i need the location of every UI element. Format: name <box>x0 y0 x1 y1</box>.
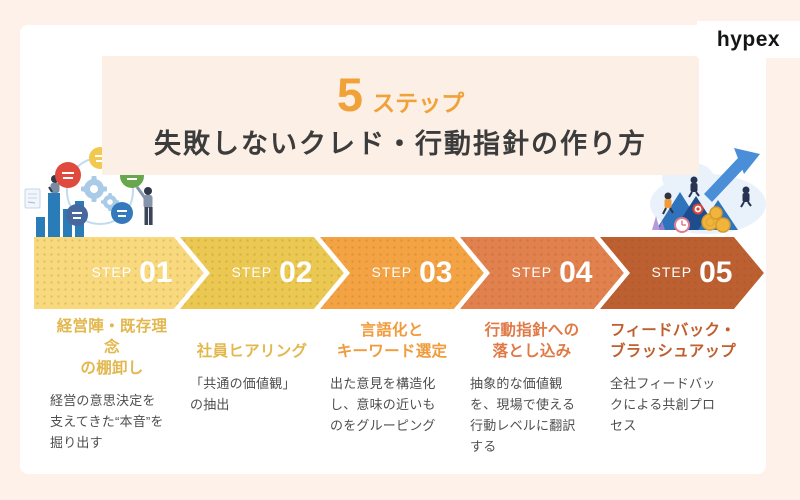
heading-line: 行動指針への <box>484 322 580 340</box>
step-column-1: 経営陣・既存理念 の棚卸し 経営の意思決定を支えてきた“本音”を掘り出す <box>34 317 174 457</box>
crystals-decor <box>652 216 665 230</box>
climbing-people <box>662 176 752 215</box>
step-3-heading: 言語化と キーワード選定 <box>330 317 454 363</box>
gears-icon <box>81 176 119 211</box>
hypex-logo-text: hypex <box>716 27 781 51</box>
step-3-description: 出た意見を構造化し、意味の近いものをグルーピング <box>330 376 436 434</box>
step-column-5: フィードバック・ ブラッシュアップ 全社フィードバックによる共創プロセス <box>594 317 766 457</box>
heading-line: 言語化と <box>360 322 424 340</box>
title-step-count: 5 ステップ <box>337 71 464 118</box>
step-chevron-2-fill <box>180 237 344 309</box>
step-number: 01 <box>139 256 173 289</box>
step-chevron-4: STEP 04 <box>454 237 624 309</box>
step-chevron-1-label: STEP 01 <box>34 237 204 309</box>
step-column-2: 社員ヒアリング 「共通の価値観」の抽出 <box>174 317 314 457</box>
step-count-suffix: ステップ <box>372 89 465 116</box>
step-word: STEP <box>371 263 413 280</box>
title-banner: 5 ステップ 失敗しないクレド・行動指針の作り方 <box>102 56 699 175</box>
coins-icon <box>701 206 731 233</box>
heading-line: フィードバック・ <box>610 322 736 340</box>
step-4-description: 抽象的な価値観を、現場で使える行動レベルに翻訳する <box>470 376 576 455</box>
document-icon <box>24 188 41 209</box>
step-word: STEP <box>511 263 553 280</box>
step-word: STEP <box>91 263 133 280</box>
step-4-heading: 行動指針への 落とし込み <box>470 317 594 363</box>
step-word: STEP <box>651 263 693 280</box>
step-word: STEP <box>231 263 273 280</box>
step-chevron-1-fill <box>34 237 204 309</box>
heading-line: の棚卸し <box>80 359 144 377</box>
person-reaching <box>135 186 153 225</box>
infographic-card: 5 ステップ 失敗しないクレド・行動指針の作り方 <box>20 25 766 474</box>
growth-climb-illustration <box>650 148 766 234</box>
clock-icon <box>674 217 690 233</box>
hypex-logo: hypex <box>697 21 800 58</box>
step-column-3: 言語化と キーワード選定 出た意見を構造化し、意味の近いものをグルーピング <box>314 317 454 457</box>
step-chevron-3-label: STEP 03 <box>314 237 484 309</box>
step-chevron-4-label: STEP 04 <box>454 237 624 309</box>
step-1-description: 経営の意思決定を支えてきた“本音”を掘り出す <box>50 392 164 450</box>
heading-line: キーワード選定 <box>336 343 448 361</box>
step-chevron-2-label: STEP 02 <box>174 237 344 309</box>
heading-line: 社員ヒアリング <box>196 343 308 361</box>
page-title: 失敗しないクレド・行動指針の作り方 <box>154 128 647 159</box>
step-5-heading: フィードバック・ ブラッシュアップ <box>610 317 766 363</box>
step-1-heading: 経営陣・既存理念 の棚卸し <box>50 317 174 380</box>
step-chevron-1: STEP 01 <box>34 237 204 309</box>
step-number: 04 <box>559 256 593 289</box>
step-2-description: 「共通の価値観」の抽出 <box>190 376 296 413</box>
step-2-heading: 社員ヒアリング <box>190 317 314 363</box>
step-number: 03 <box>419 256 453 289</box>
step-chevron-5-label: STEP 05 <box>594 237 764 309</box>
step-chevron-3: STEP 03 <box>314 237 484 309</box>
step-count-number: 5 <box>336 67 364 121</box>
rising-arrow-icon <box>704 148 760 202</box>
steps-text-row: 経営陣・既存理念 の棚卸し 経営の意思決定を支えてきた“本音”を掘り出す 社員ヒ… <box>34 317 766 457</box>
small-target-icon <box>692 203 704 215</box>
step-column-4: 行動指針への 落とし込み 抽象的な価値観を、現場で使える行動レベルに翻訳する <box>454 317 594 457</box>
step-number: 05 <box>699 256 733 289</box>
step-5-description: 全社フィードバックによる共創プロセス <box>610 376 716 434</box>
heading-line: ブラッシュアップ <box>610 343 737 361</box>
heading-line: 落とし込み <box>492 343 572 361</box>
heading-line: 経営陣・既存理念 <box>56 318 168 356</box>
step-number: 02 <box>279 256 313 289</box>
steps-chevron-row: STEP 01 STEP 02 STEP 03 STEP 04 <box>34 237 764 309</box>
